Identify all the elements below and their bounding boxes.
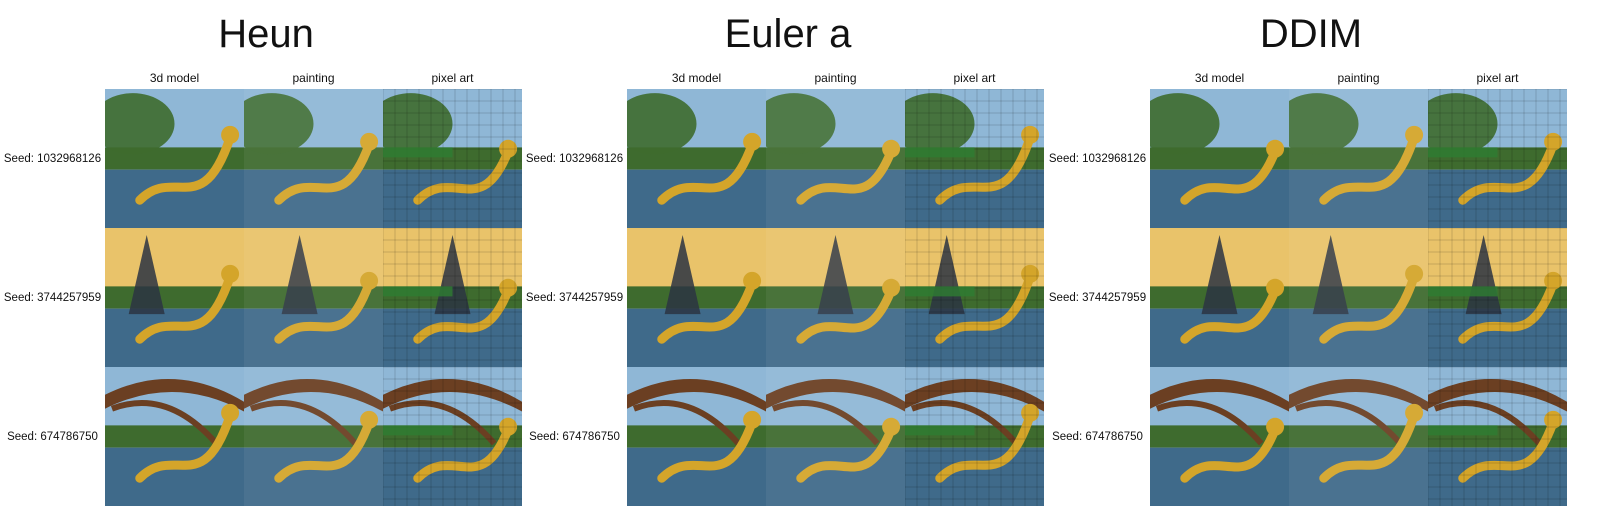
image-cell-seed-3-pixel-art xyxy=(905,367,1044,506)
generated-image xyxy=(1289,89,1428,228)
row-label-seed-1: Seed: 1032968126 xyxy=(3,153,102,165)
image-cell-seed-1-3d-model xyxy=(627,89,766,228)
column-label-3d-model: 3d model xyxy=(1194,71,1245,85)
image-cell-seed-1-painting xyxy=(244,89,383,228)
panel-title: Heun xyxy=(218,12,314,56)
generated-image xyxy=(627,367,766,506)
image-cell-seed-2-pixel-art xyxy=(905,228,1044,367)
image-cell-seed-2-pixel-art xyxy=(1428,228,1567,367)
image-cell-seed-1-painting xyxy=(766,89,905,228)
generated-image xyxy=(627,228,766,367)
generated-image xyxy=(383,228,522,367)
sampler-panel-ddim: DDIM 3d model painting pixel art Seed: 1… xyxy=(1045,0,1577,517)
generated-image xyxy=(905,228,1044,367)
generated-image xyxy=(1428,89,1567,228)
image-cell-seed-1-3d-model xyxy=(105,89,244,228)
image-cell-seed-3-3d-model xyxy=(1150,367,1289,506)
column-label-painting: painting xyxy=(814,71,857,85)
image-cell-seed-2-pixel-art xyxy=(383,228,522,367)
generated-image xyxy=(627,89,766,228)
row-label-seed-2: Seed: 3744257959 xyxy=(1048,292,1147,304)
generated-image xyxy=(105,89,244,228)
generated-image xyxy=(1150,89,1289,228)
panel-title: DDIM xyxy=(1259,12,1363,56)
generated-image xyxy=(766,228,905,367)
generated-image xyxy=(1150,367,1289,506)
image-cell-seed-2-painting xyxy=(244,228,383,367)
generated-image xyxy=(1289,228,1428,367)
image-cell-seed-2-painting xyxy=(766,228,905,367)
image-cell-seed-3-3d-model xyxy=(105,367,244,506)
row-label-seed-2: Seed: 3744257959 xyxy=(525,292,624,304)
generated-image xyxy=(244,89,383,228)
row-label-seed-3: Seed: 674786750 xyxy=(7,431,98,443)
generated-image xyxy=(905,89,1044,228)
generated-image xyxy=(383,367,522,506)
image-cell-seed-2-3d-model xyxy=(1150,228,1289,367)
image-cell-seed-1-painting xyxy=(1289,89,1428,228)
generated-image xyxy=(244,228,383,367)
panel-title: Euler a xyxy=(724,12,852,56)
image-cell-seed-1-pixel-art xyxy=(1428,89,1567,228)
image-cell-seed-1-pixel-art xyxy=(905,89,1044,228)
generated-image xyxy=(244,367,383,506)
generated-image xyxy=(105,228,244,367)
column-label-3d-model: 3d model xyxy=(671,71,722,85)
column-label-painting: painting xyxy=(1337,71,1380,85)
row-label-seed-3: Seed: 674786750 xyxy=(1052,431,1143,443)
generated-image xyxy=(1428,228,1567,367)
row-label-seed-3: Seed: 674786750 xyxy=(529,431,620,443)
column-label-pixel-art: pixel art xyxy=(431,71,474,85)
image-cell-seed-3-painting xyxy=(244,367,383,506)
image-cell-seed-3-painting xyxy=(1289,367,1428,506)
generated-image xyxy=(1289,367,1428,506)
image-cell-seed-3-pixel-art xyxy=(1428,367,1567,506)
image-cell-seed-3-pixel-art xyxy=(383,367,522,506)
generated-image xyxy=(766,89,905,228)
generated-image xyxy=(1428,367,1567,506)
image-cell-seed-3-3d-model xyxy=(627,367,766,506)
image-cell-seed-2-3d-model xyxy=(105,228,244,367)
image-cell-seed-2-painting xyxy=(1289,228,1428,367)
row-label-seed-2: Seed: 3744257959 xyxy=(3,292,102,304)
sampler-panel-euler-a: Euler a 3d model painting pixel art Seed… xyxy=(522,0,1054,517)
generated-image xyxy=(905,367,1044,506)
image-cell-seed-2-3d-model xyxy=(627,228,766,367)
generated-image xyxy=(1150,228,1289,367)
generated-image xyxy=(383,89,522,228)
column-label-pixel-art: pixel art xyxy=(953,71,996,85)
column-label-pixel-art: pixel art xyxy=(1476,71,1519,85)
row-label-seed-1: Seed: 1032968126 xyxy=(1048,153,1147,165)
generated-image xyxy=(766,367,905,506)
sampler-panel-heun: Heun 3d model painting pixel art Seed: 1… xyxy=(0,0,532,517)
image-cell-seed-1-pixel-art xyxy=(383,89,522,228)
generated-image xyxy=(105,367,244,506)
column-label-3d-model: 3d model xyxy=(149,71,200,85)
image-cell-seed-1-3d-model xyxy=(1150,89,1289,228)
image-cell-seed-3-painting xyxy=(766,367,905,506)
column-label-painting: painting xyxy=(292,71,335,85)
row-label-seed-1: Seed: 1032968126 xyxy=(525,153,624,165)
